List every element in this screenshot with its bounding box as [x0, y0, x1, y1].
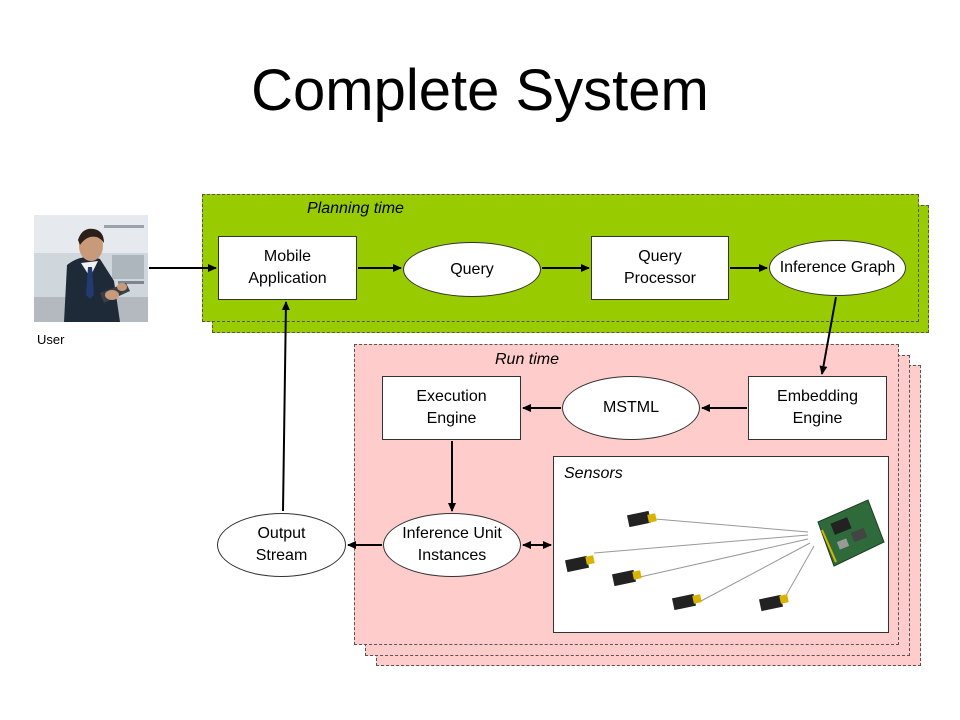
page-title: Complete System — [251, 58, 709, 123]
user-label: User — [37, 332, 65, 347]
inference-unit-instances-oval[interactable]: Inference Unit Instances — [383, 513, 521, 577]
user-photo — [34, 215, 148, 322]
sensor-node-icon-1 — [626, 510, 657, 528]
query-processor-box[interactable]: Query Processor — [591, 236, 729, 300]
gateway-board-icon — [817, 499, 885, 567]
arrow-output-to-mobile — [281, 301, 290, 512]
inference-graph-oval[interactable]: Inference Graph — [769, 240, 906, 296]
arrow-graph-to-embedding — [819, 296, 837, 375]
mstml-oval[interactable]: MSTML — [562, 376, 700, 440]
sensor-node-icon-5 — [758, 594, 789, 612]
sensors-label: Sensors — [564, 465, 623, 482]
sensor-node-icon-2 — [564, 555, 595, 573]
person-with-tablet-icon — [34, 215, 148, 322]
output-stream-oval[interactable]: Output Stream — [217, 513, 346, 577]
embedding-engine-box[interactable]: Embedding Engine — [748, 376, 887, 440]
mobile-application-box[interactable]: Mobile Application — [218, 236, 357, 300]
sensor-node-icon-3 — [611, 569, 642, 587]
run-time-label: Run time — [495, 351, 560, 368]
execution-engine-box[interactable]: Execution Engine — [382, 376, 521, 440]
planning-time-label: Planning time — [307, 200, 404, 217]
query-oval[interactable]: Query — [403, 242, 541, 297]
sensor-node-icon-4 — [671, 593, 702, 611]
